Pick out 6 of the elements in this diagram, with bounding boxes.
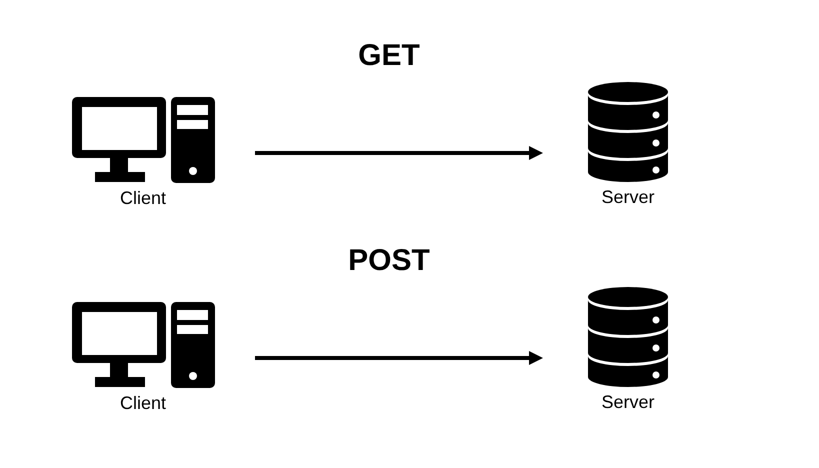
node-label: Server	[601, 391, 654, 413]
node-label: Client	[120, 187, 166, 209]
arrow	[255, 351, 543, 365]
node-label: Server	[601, 186, 654, 208]
node-label: Client	[120, 392, 166, 414]
arrow	[255, 146, 543, 160]
